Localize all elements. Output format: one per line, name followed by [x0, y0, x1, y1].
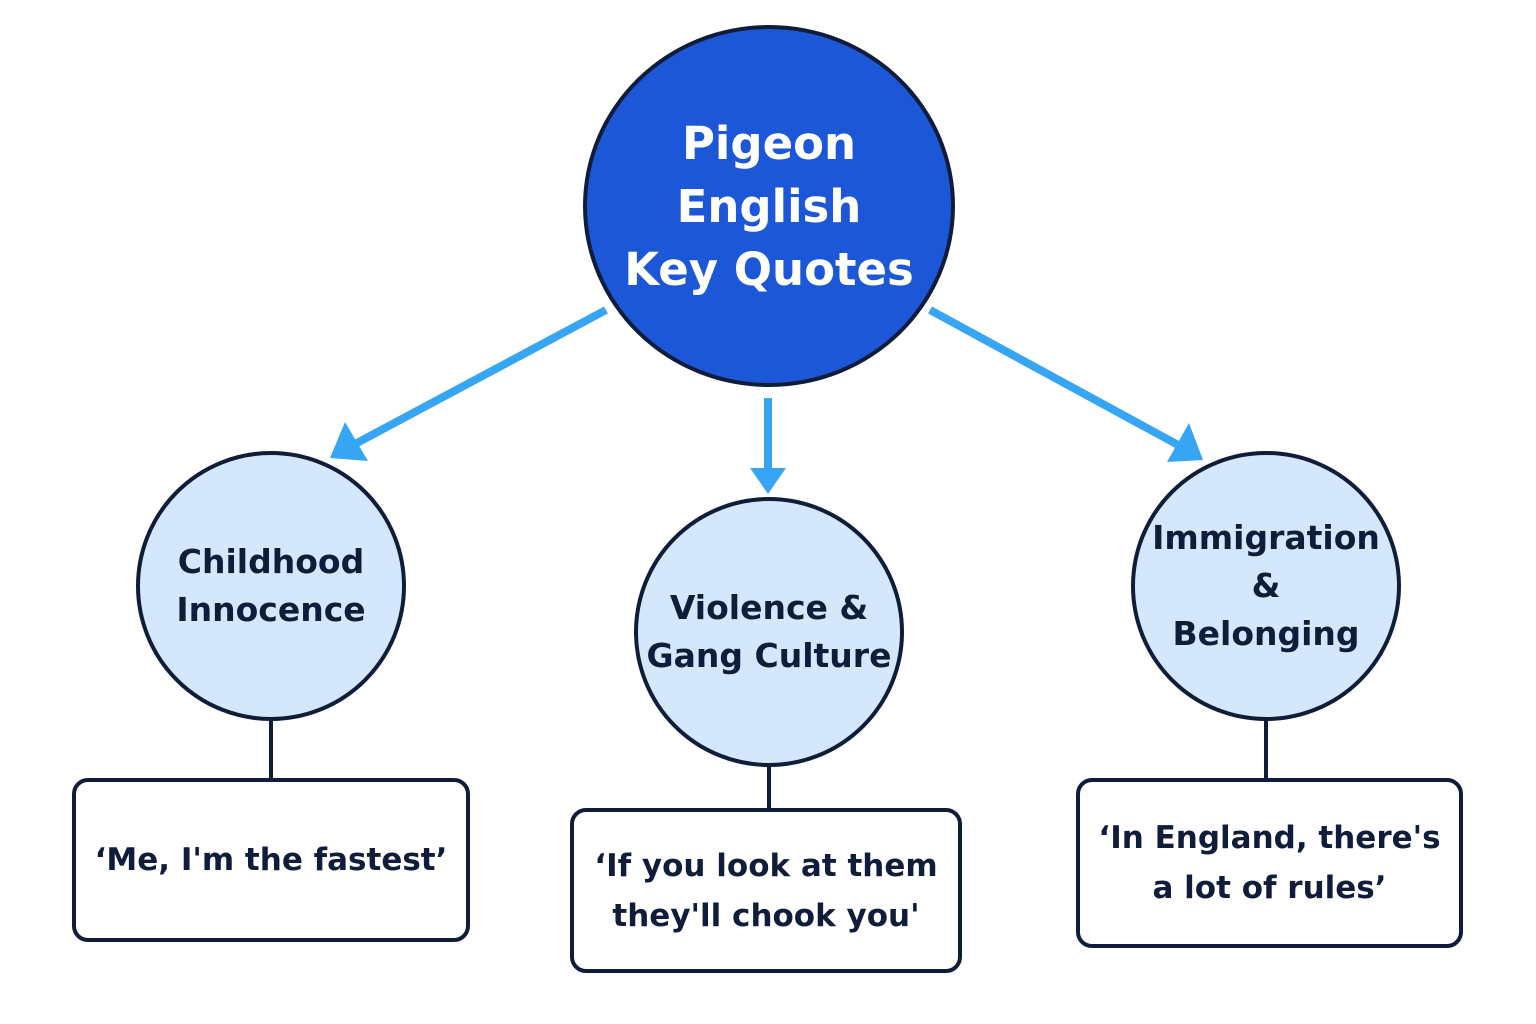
- arrowhead-immigration: [1167, 423, 1203, 462]
- quote-line: a lot of rules’: [1152, 870, 1387, 906]
- arrowhead-childhood: [330, 422, 368, 461]
- theme-title-line: Violence &: [669, 588, 869, 627]
- theme-title-line: Gang Culture: [646, 636, 892, 675]
- quote-line: ‘If you look at them: [594, 847, 938, 884]
- quote-line: they'll chook you': [612, 897, 920, 934]
- theme-title-line: Childhood: [177, 542, 365, 581]
- central-title-line-3: Key Quotes: [624, 242, 914, 296]
- arrow-to-immigration: [928, 306, 1182, 450]
- theme-title-line: Innocence: [176, 590, 366, 629]
- theme-node-violence-gang-culture: Violence & Gang Culture: [634, 497, 904, 767]
- quote-line: ‘Me, I'm the fastest’: [94, 842, 448, 878]
- quote-box-immigration: ‘In England, there's a lot of rules’: [1076, 778, 1463, 948]
- arrowhead-violence: [750, 468, 786, 494]
- theme-node-immigration-belonging: Immigration & Belonging: [1131, 451, 1401, 721]
- theme-title-line: Belonging: [1172, 614, 1360, 653]
- quote-line: ‘In England, there's: [1098, 820, 1441, 856]
- quote-box-childhood: ‘Me, I'm the fastest’: [72, 778, 470, 942]
- theme-title-line: Immigration &: [1152, 518, 1380, 605]
- central-title-line-1: Pigeon: [681, 116, 857, 170]
- quote-box-violence: ‘If you look at them they'll chook you': [570, 808, 962, 973]
- central-title-line-2: English: [676, 179, 862, 233]
- central-topic-node: Pigeon English Key Quotes: [583, 25, 955, 387]
- theme-node-childhood-innocence: Childhood Innocence: [136, 451, 406, 721]
- arrow-to-childhood: [353, 306, 608, 448]
